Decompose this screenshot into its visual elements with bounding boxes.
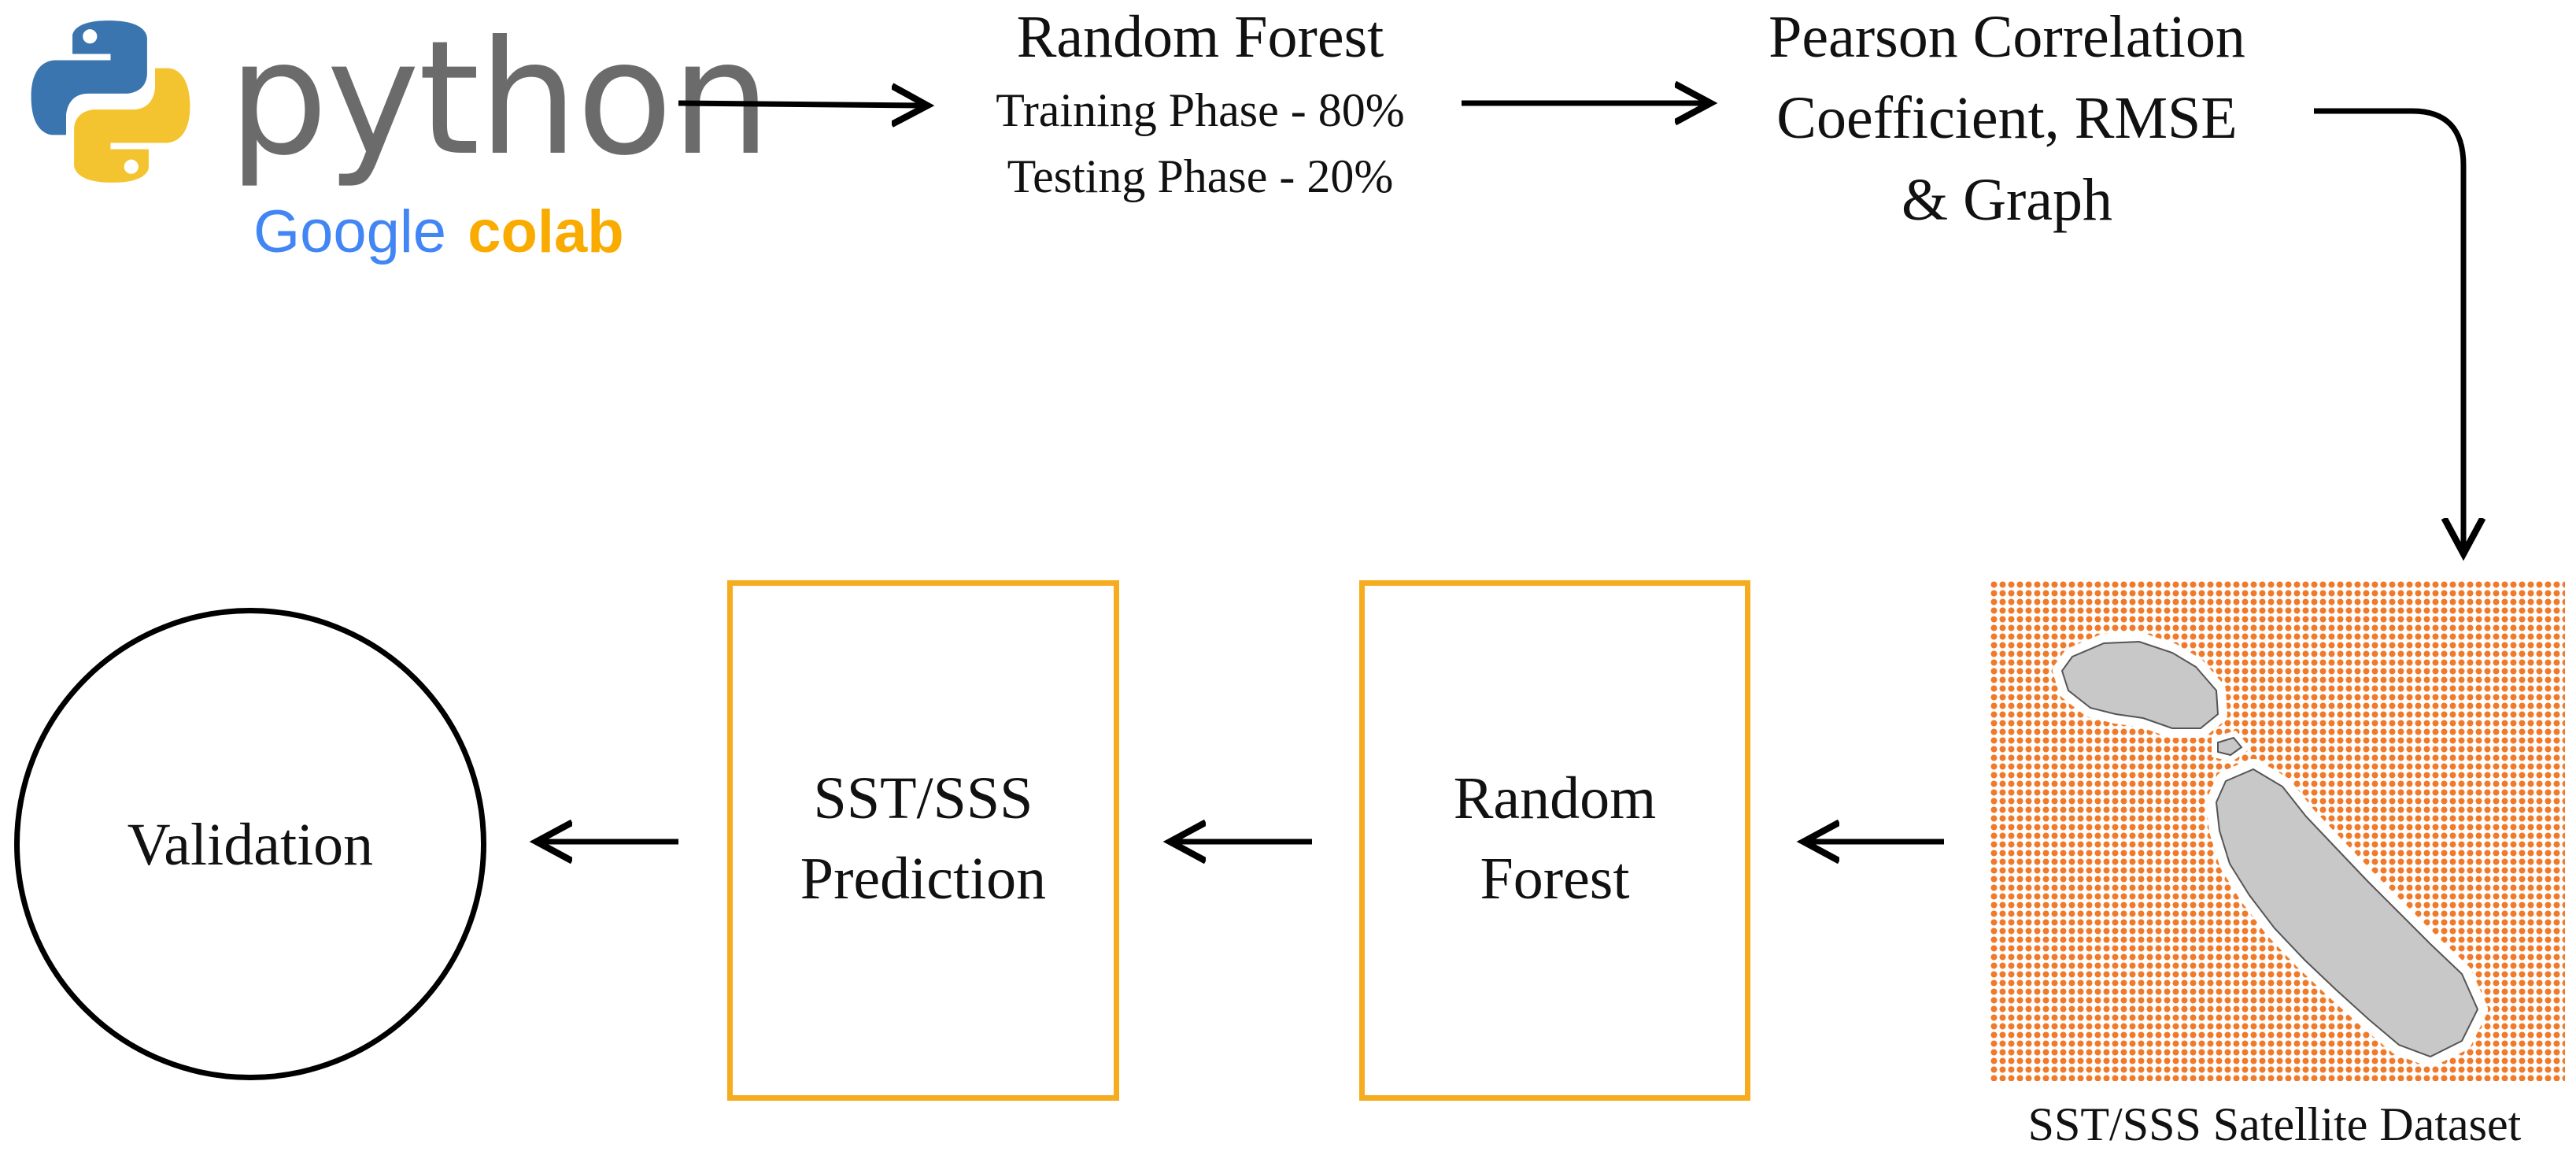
colab-text: colab: [468, 198, 624, 265]
testing-phase-text: Testing Phase - 20%: [1007, 150, 1394, 202]
training-phase-text: Training Phase - 80%: [996, 84, 1405, 136]
python-logo-icon: [31, 20, 190, 183]
random-forest-box-line-2: Forest: [1480, 846, 1630, 912]
random-forest-box-line-1: Random: [1453, 765, 1657, 831]
prediction-box-line-1: SST/SSS: [813, 765, 1033, 831]
sst-sss-prediction-box: SST/SSS Prediction: [727, 580, 1119, 1101]
metrics-line-3: & Graph: [1901, 167, 2113, 233]
python-wordmark: python: [228, 7, 771, 191]
arrow-logo-to-random-forest: [678, 103, 925, 106]
random-forest-box: Random Forest: [1359, 580, 1750, 1101]
malta-map-icon: [1990, 580, 2565, 1081]
validation-label: Validation: [127, 812, 374, 878]
google-text: Google: [253, 198, 447, 265]
prediction-box-line-2: Prediction: [800, 846, 1047, 912]
metrics-line-2: Coefficient, RMSE: [1776, 85, 2238, 151]
dataset-caption: SST/SSS Satellite Dataset: [2027, 1098, 2522, 1150]
arrow-metrics-to-dataset: [2314, 108, 2463, 551]
validation-circle: Validation: [14, 608, 486, 1080]
google-colab-wordmark: Google colab: [253, 197, 624, 268]
metrics-line-1: Pearson Correlation: [1768, 4, 2245, 70]
random-forest-split-title: Random Forest: [1016, 4, 1384, 70]
